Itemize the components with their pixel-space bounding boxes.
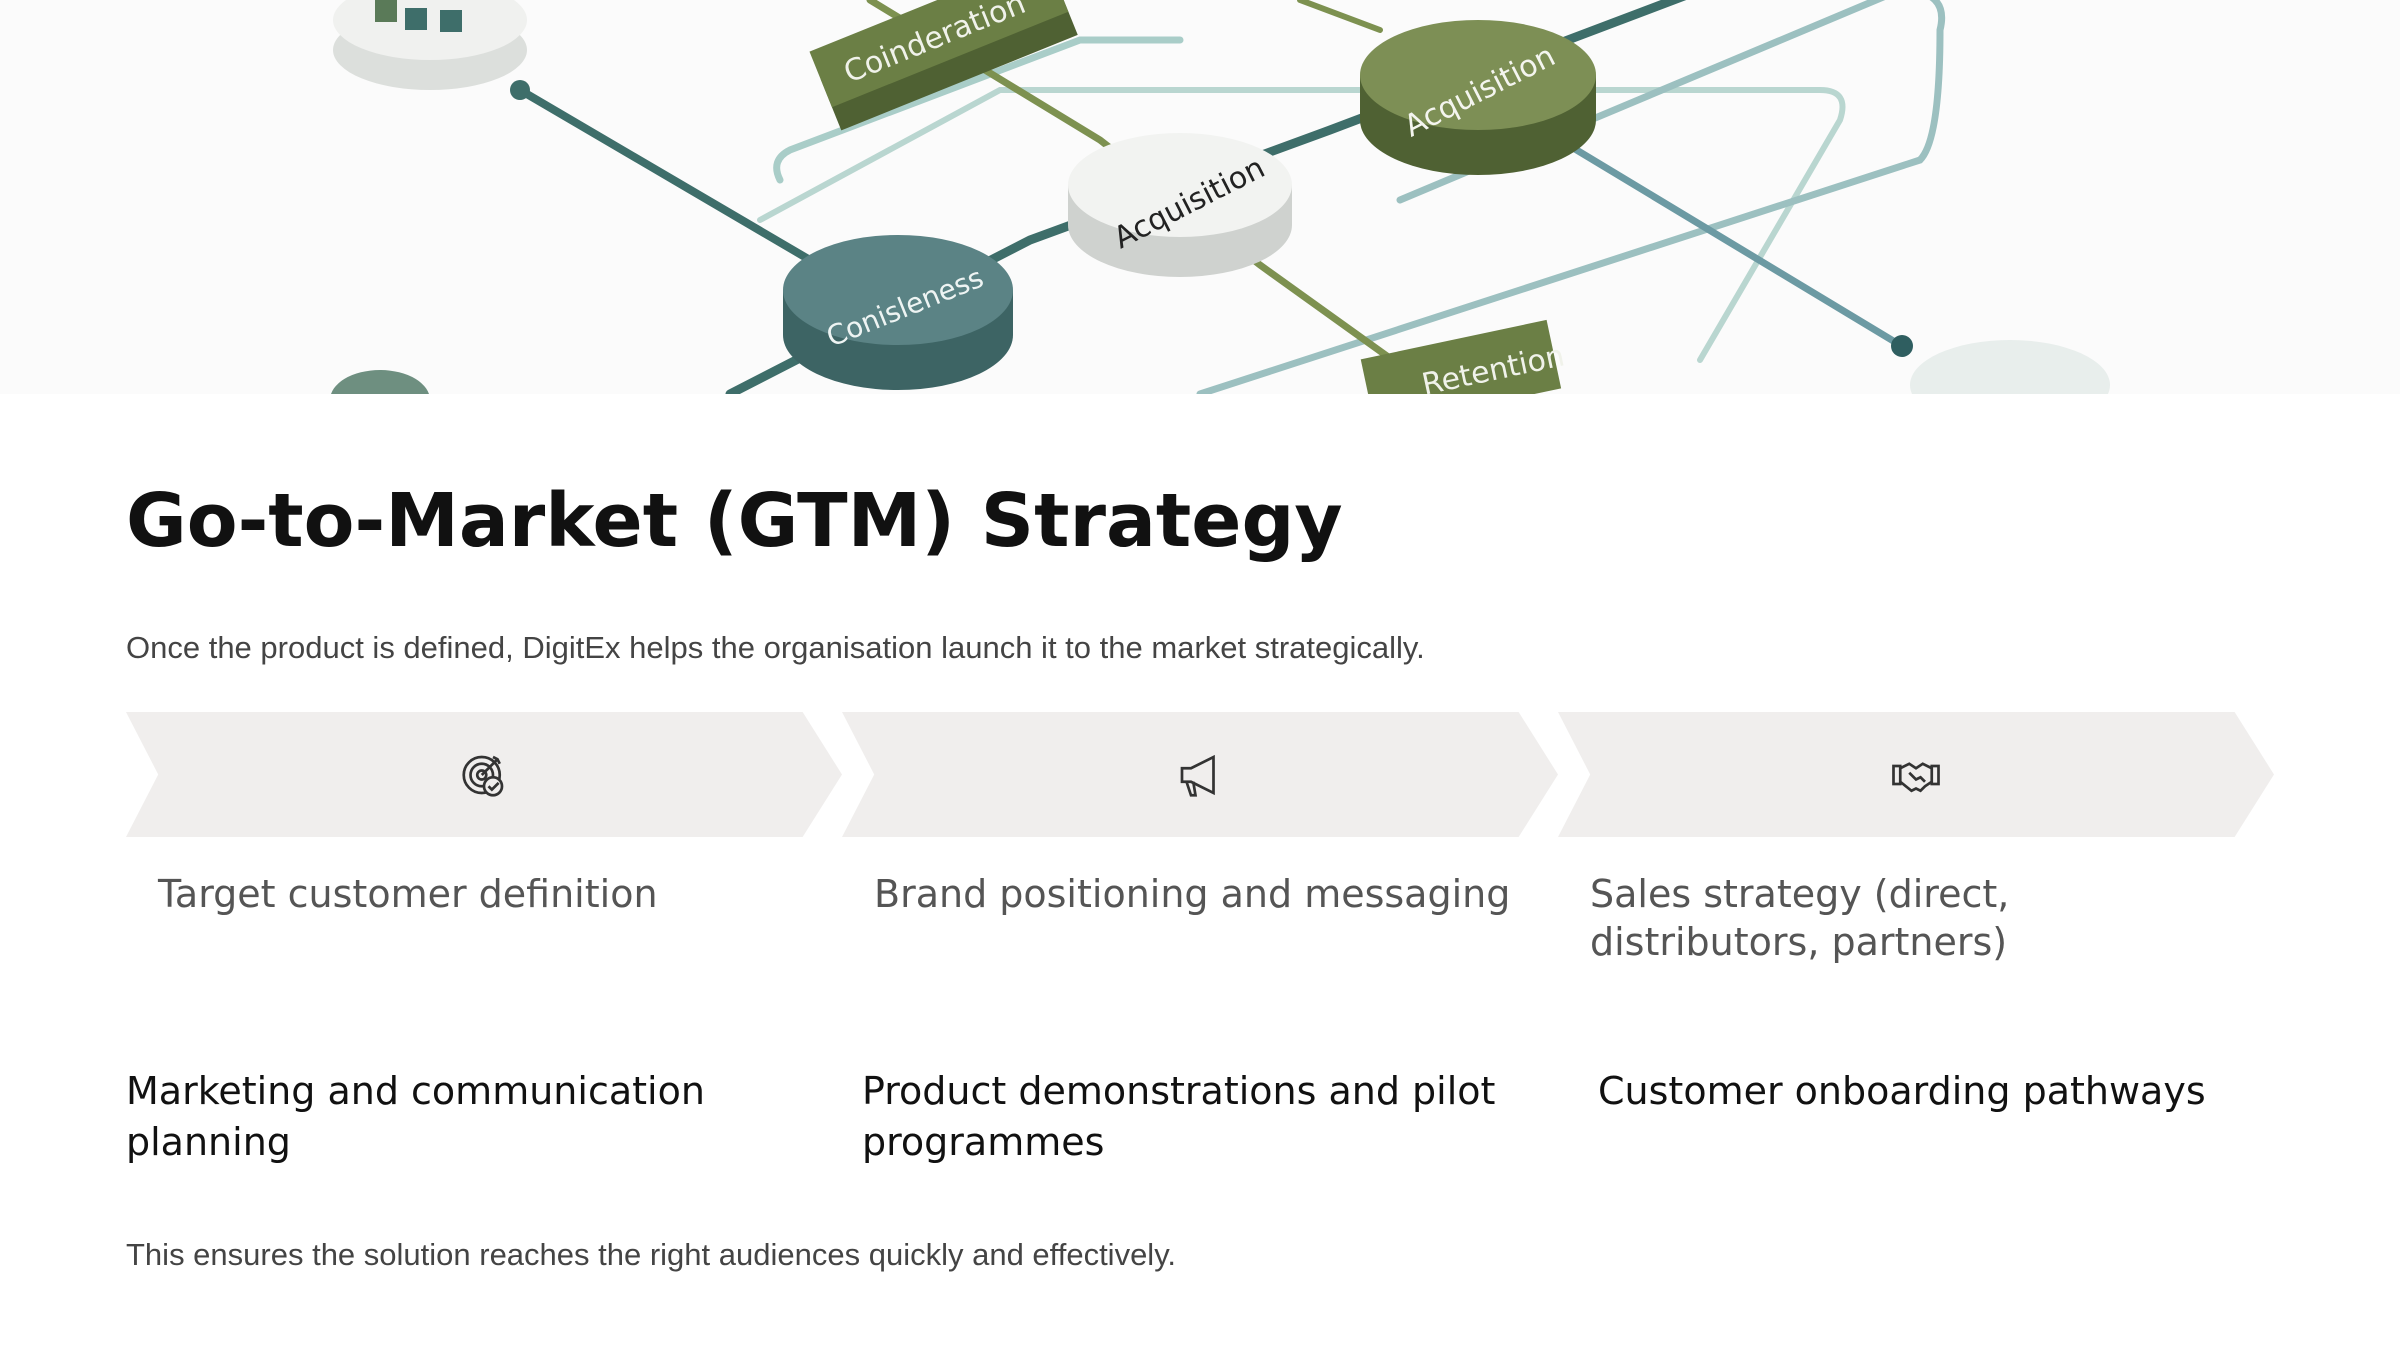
outro-text: This ensures the solution reaches the ri…	[126, 1237, 1177, 1272]
hero-image: Coinderation Acquisition Acquisition Con…	[0, 0, 2400, 394]
gtm-item: Marketing and communication planning	[126, 1069, 705, 1164]
megaphone-icon	[1180, 754, 1215, 797]
handshake-icon	[1892, 761, 1940, 792]
step-label: Target customer definition	[158, 872, 658, 916]
step-label: Sales strategy (direct, distributors, pa…	[1590, 872, 2010, 964]
step-chevron-target	[126, 712, 842, 837]
target-icon	[462, 755, 504, 797]
step-label: Brand positioning and messaging	[874, 872, 1511, 916]
gtm-item: Product demonstrations and pilot program…	[862, 1069, 1496, 1164]
intro-text: Once the product is defined, DigitEx hel…	[126, 630, 1425, 665]
node-top-left-icons	[333, 0, 527, 90]
step-chevron-sales	[1558, 712, 2274, 837]
gtm-item: Customer onboarding pathways	[1598, 1069, 2206, 1113]
gtm-flow-illustration: Coinderation Acquisition Acquisition Con…	[331, 0, 2110, 394]
step-chevron-brand	[842, 712, 1558, 837]
page-title: Go-to-Market (GTM) Strategy	[126, 478, 1343, 564]
